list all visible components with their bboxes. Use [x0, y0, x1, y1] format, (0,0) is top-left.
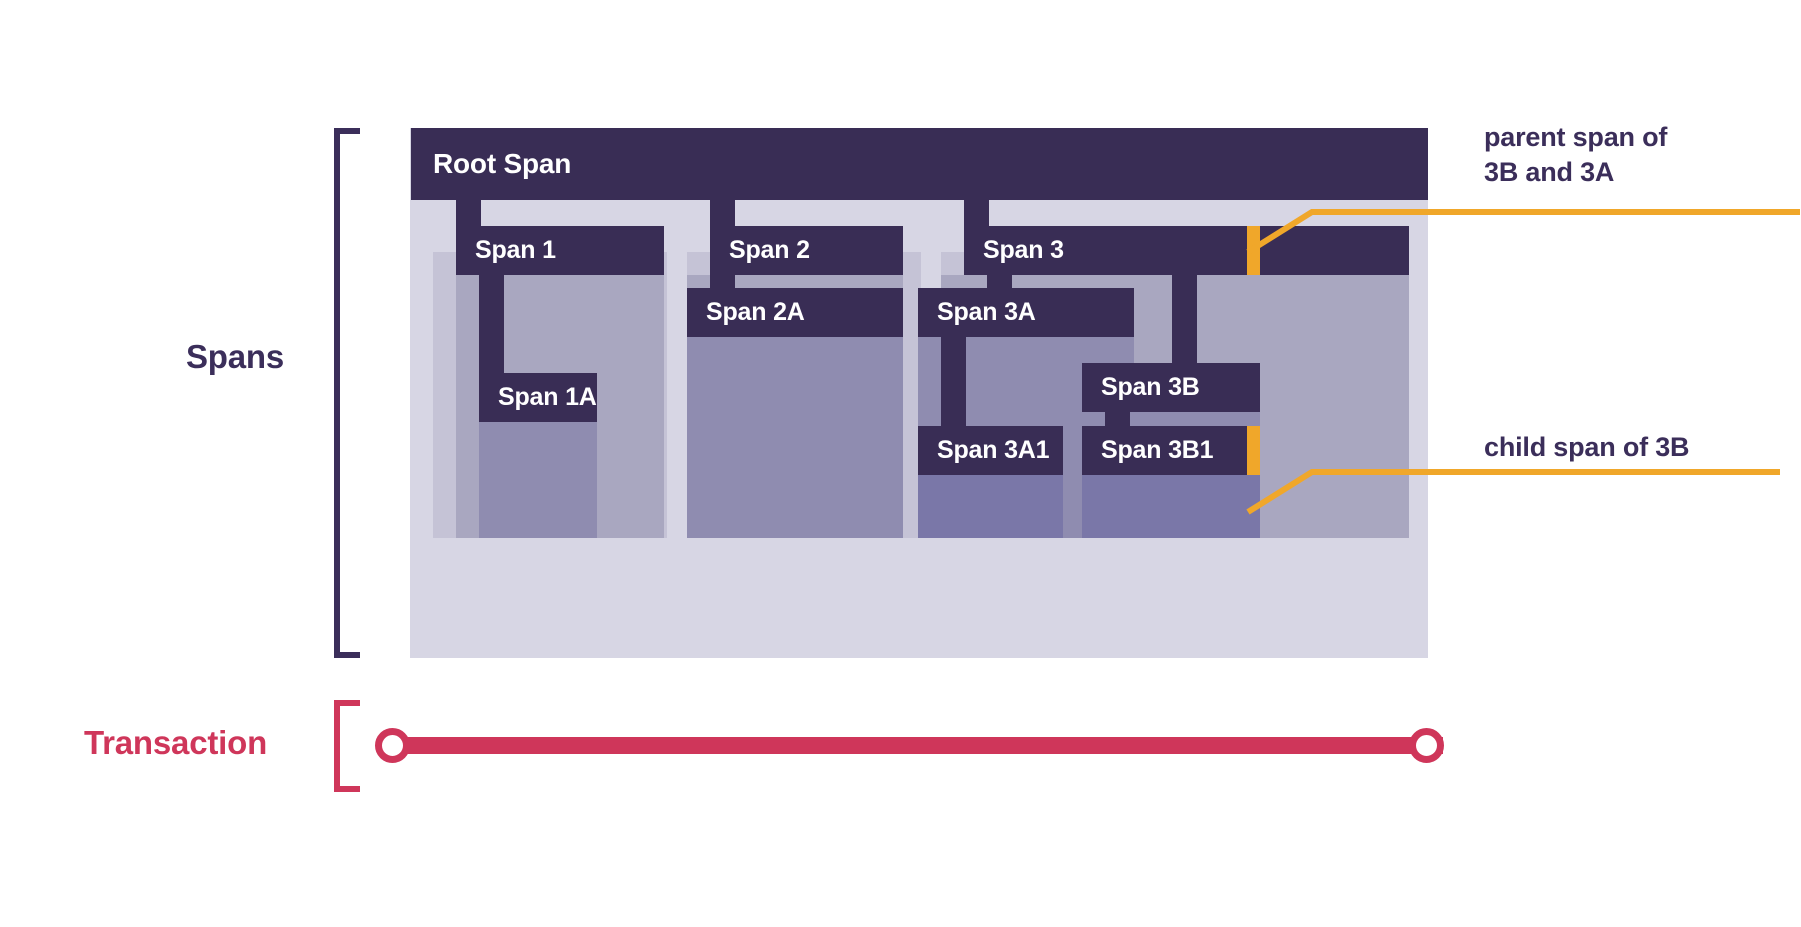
- span3b1-header[interactable]: Span 3B1: [1082, 426, 1260, 475]
- connector-root-to-span1: [456, 200, 481, 226]
- transaction-start-dot: [375, 728, 410, 763]
- span3b1-label: Span 3B1: [1101, 436, 1214, 464]
- callout-leader-parent: [1246, 209, 1800, 255]
- span-root-header[interactable]: Root Span: [411, 128, 1428, 200]
- span3a-header[interactable]: Span 3A: [918, 288, 1134, 337]
- span2a-body: [687, 337, 903, 538]
- span3a1-header[interactable]: Span 3A1: [918, 426, 1063, 475]
- spans-frame: Root Span Span 1 Span 1A Span 2: [410, 128, 1428, 658]
- span1a-label: Span 1A: [498, 383, 597, 411]
- span2-header[interactable]: Span 2: [710, 226, 903, 275]
- span3b1-body: [1082, 475, 1260, 538]
- span3a1-body: [918, 475, 1063, 538]
- transaction-bracket: [334, 700, 360, 792]
- marker-child-span-3b1: [1247, 426, 1260, 475]
- transaction-bar: [386, 737, 1443, 754]
- span-root-label: Root Span: [433, 148, 572, 179]
- callout-text-parent: parent span of 3B and 3A: [1484, 122, 1668, 187]
- span3a-label: Span 3A: [937, 298, 1036, 326]
- span1-label: Span 1: [475, 236, 556, 264]
- span3b-label: Span 3B: [1101, 373, 1200, 401]
- span1a-header[interactable]: Span 1A: [479, 373, 597, 422]
- span3-header[interactable]: Span 3: [964, 226, 1409, 275]
- transaction-end-dot: [1409, 728, 1444, 763]
- connector-root-to-span3: [964, 200, 989, 226]
- span2a-header[interactable]: Span 2A: [687, 288, 903, 337]
- span3a1-label: Span 3A1: [937, 436, 1050, 464]
- transaction-axis-label: Transaction: [84, 724, 268, 761]
- span1a-body: [479, 422, 597, 538]
- connector-root-to-span2: [710, 200, 735, 226]
- span3-label: Span 3: [983, 236, 1064, 264]
- spans-axis-label: Spans: [186, 338, 285, 375]
- spans-bracket: [334, 128, 360, 658]
- callout-text-child: child span of 3B: [1484, 432, 1690, 462]
- callout-leader-child: [1246, 469, 1780, 515]
- span2a-label: Span 2A: [706, 298, 805, 326]
- span2-label: Span 2: [729, 236, 810, 264]
- span1-header[interactable]: Span 1: [456, 226, 664, 275]
- span3b-header[interactable]: Span 3B: [1082, 363, 1260, 412]
